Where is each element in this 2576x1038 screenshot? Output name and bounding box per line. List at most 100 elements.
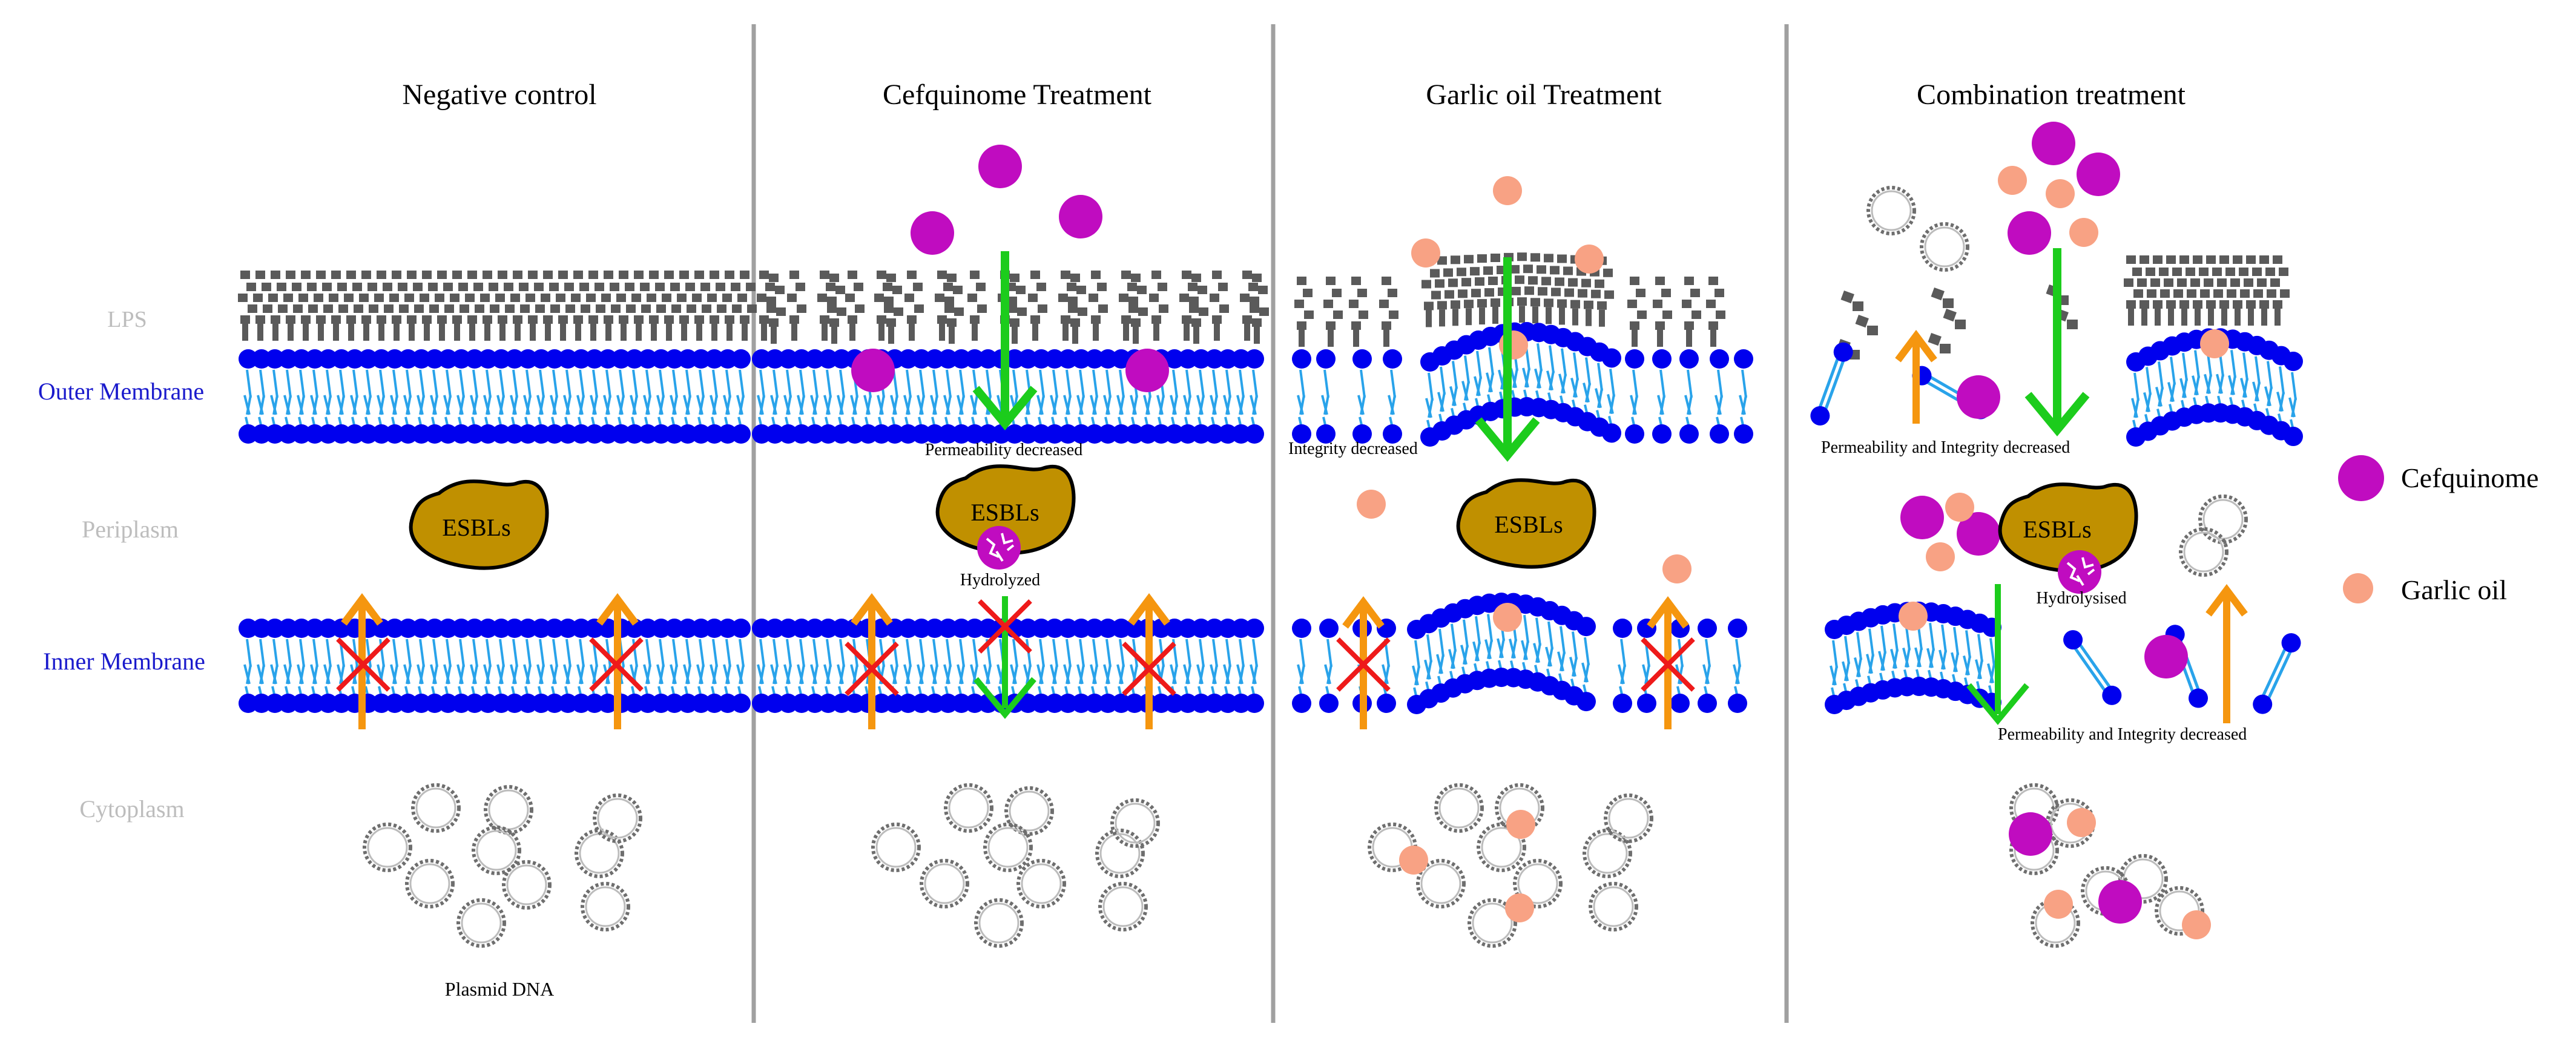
cefquinome-molecule <box>1059 195 1102 238</box>
garlic-oil-droplet <box>1998 166 2027 195</box>
esbl-enzyme <box>409 479 549 570</box>
hydrolyzed-label: Hydrolyzed <box>960 571 1040 590</box>
lps-molecule <box>1028 271 1047 341</box>
lipid <box>1727 617 1748 714</box>
garlic-oil-droplet <box>1493 603 1522 632</box>
panel-title-cefquinome-treatment: Cefquinome Treatment <box>883 79 1152 111</box>
plasmid-ring <box>1100 884 1146 930</box>
cefquinome-molecule <box>1957 512 2000 556</box>
permeability-decreased-label: Permeability decreased <box>925 441 1082 459</box>
plasmid-ring <box>2181 529 2227 575</box>
cefquinome-molecule <box>2144 635 2188 678</box>
garlic-oil-droplet <box>1357 490 1386 519</box>
lps-molecule <box>1089 271 1108 341</box>
legend-garlic-oil-label: Garlic oil <box>2401 574 2507 605</box>
influx-arrow <box>1475 257 1540 462</box>
lps-molecule <box>1149 271 1168 341</box>
plasmid-ring <box>364 824 410 870</box>
cefquinome-molecule <box>911 211 954 255</box>
influx-arrow <box>972 251 1038 430</box>
garlic-oil-droplet <box>1399 846 1428 875</box>
lps-molecule <box>1706 277 1725 347</box>
lps-molecule <box>1653 277 1672 347</box>
plasmid-ring <box>1436 785 1482 831</box>
garlic-oil-droplet <box>2069 218 2098 247</box>
lipid <box>1601 347 1622 444</box>
influx-arrow <box>2024 248 2090 436</box>
legend-cefquinome-label: Cefquinome <box>2401 462 2538 493</box>
plasmid-ring <box>976 900 1022 946</box>
garlic-oil-droplet <box>1945 493 1974 522</box>
lipid <box>1291 617 1313 714</box>
cefquinome-molecule <box>851 349 895 392</box>
plasmid-ring <box>582 884 628 930</box>
influx-arrow <box>1966 584 2029 725</box>
lps-molecule <box>1294 277 1314 347</box>
plasmid-ring <box>1112 800 1158 846</box>
perm-integrity-decreased-label-outer: Permeability and Integrity decreased <box>1821 438 2070 457</box>
art-layer <box>338 122 2246 946</box>
lps-layer <box>238 252 2290 360</box>
plasmid-ring <box>504 862 550 908</box>
lipid <box>1696 617 1718 714</box>
lps-molecule <box>845 271 865 341</box>
cefquinome-molecule <box>2032 122 2075 165</box>
lps-fragment <box>1840 291 1854 304</box>
lps-fragment <box>1928 333 1942 346</box>
plasmid-ring <box>2200 496 2246 542</box>
lps-molecule <box>238 271 257 341</box>
lipid <box>1315 348 1337 445</box>
lps-fragment <box>1940 344 1951 353</box>
panel-title-garlic-oil-treatment: Garlic oil Treatment <box>1426 79 1662 111</box>
plasmid-ring <box>946 785 992 831</box>
hydrolyzed-cefquinome <box>2058 550 2101 594</box>
lipid <box>1612 617 1633 714</box>
lps-molecule <box>1323 277 1343 347</box>
lps-fragment <box>1853 301 1863 311</box>
lipid <box>1375 617 1397 714</box>
lipid <box>1733 348 1754 445</box>
lipid <box>1244 348 1265 445</box>
panel-title-negative-control: Negative control <box>402 79 596 111</box>
row-label-inner-membrane: Inner Membrane <box>43 648 205 675</box>
garlic-oil-droplet <box>1575 245 1604 274</box>
garlic-oil-droplet <box>1662 554 1692 583</box>
lps-molecule <box>1210 271 1229 341</box>
outer-membrane-p3-left <box>1291 348 1403 445</box>
garlic-oil-droplet <box>2044 890 2073 919</box>
influx-arrow <box>973 596 1036 719</box>
lps-molecule <box>1627 277 1647 347</box>
lipid <box>730 617 752 714</box>
plasmid-ring <box>407 861 453 907</box>
garlic-oil-droplet <box>2200 329 2229 358</box>
outer-membrane-p1 <box>237 348 752 445</box>
garlic-oil-droplet <box>1926 542 1955 571</box>
lipid <box>1244 617 1265 714</box>
lipid <box>730 348 752 445</box>
lps-molecule <box>1349 277 1368 347</box>
plasmid-ring <box>1018 861 1064 907</box>
lps-molecule <box>1682 277 1701 347</box>
esbls-label-3: ESBLs <box>1494 511 1563 538</box>
lipid <box>2282 350 2304 448</box>
outer-membrane-p3-right <box>1624 348 1754 445</box>
plasmid-ring <box>921 861 967 907</box>
lipid <box>1636 617 1658 714</box>
efflux-arrow <box>1895 330 1937 424</box>
efflux-arrow <box>1647 596 1689 729</box>
plasmid-ring <box>413 785 459 831</box>
lps-molecule <box>967 271 987 341</box>
disrupted-lipid <box>2253 633 2301 714</box>
esbl-enzyme <box>1456 478 1596 569</box>
panel-title-combination-treatment: Combination treatment <box>1917 79 2186 111</box>
plasmid-ring <box>1868 188 1914 234</box>
integrity-decreased-label: Integrity decreased <box>1288 439 1418 458</box>
garlic-oil-droplet <box>1506 810 1535 839</box>
cefquinome-molecule <box>1900 496 1944 539</box>
garlic-oil-droplet <box>1505 893 1534 922</box>
lps-molecule <box>1379 277 1398 347</box>
disrupted-lipid <box>1810 342 1853 425</box>
esbls-label-2: ESBLs <box>970 499 1039 526</box>
lipid <box>1678 348 1700 445</box>
